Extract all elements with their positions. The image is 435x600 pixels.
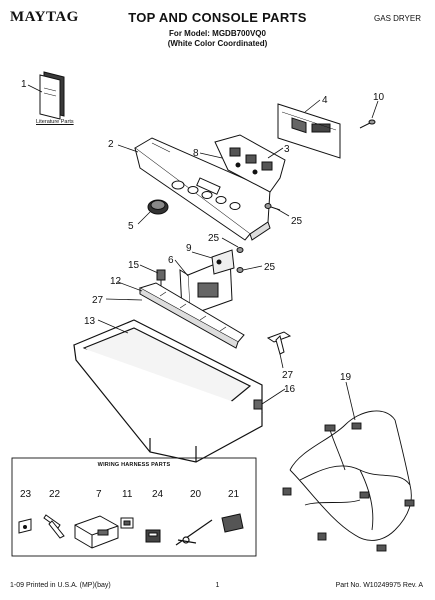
callout-9: 9: [186, 243, 192, 254]
callout-6: 6: [168, 255, 174, 266]
screw-illustration: [359, 119, 376, 129]
callout-5: 5: [128, 221, 134, 232]
dryer-top-illustration: [73, 319, 263, 463]
callout-19: 19: [340, 372, 352, 383]
harness-parts-box: [11, 457, 257, 557]
rail-illustration: [138, 282, 245, 349]
foot-16-illustration: [253, 399, 263, 410]
callout-27-a: 27: [92, 295, 104, 306]
wire-harness-illustration: [282, 410, 415, 552]
leader-lines: [27, 84, 379, 421]
callout-25-b: 25: [208, 233, 220, 244]
callout-10: 10: [373, 92, 385, 103]
screw-25-mid-illustration: [236, 247, 244, 273]
callout-4: 4: [322, 95, 328, 106]
harness-part-7-illustration: [74, 515, 119, 549]
callout-3: 3: [284, 144, 290, 155]
color-line: (White Color Coordinated): [167, 39, 268, 48]
callout-25-c: 25: [264, 262, 276, 273]
harness-box-title: WIRING HARNESS PARTS: [97, 462, 171, 468]
latch-27-illustration: [266, 331, 292, 355]
harness-part-22-illustration: [43, 514, 65, 539]
callout-1: 1: [21, 79, 27, 90]
brand-logo: MAYTAG: [10, 9, 79, 25]
callout-20: 20: [190, 489, 202, 500]
footer-print-info: 1-09 Printed in U.S.A. (MP)(bay): [10, 582, 111, 589]
callout-2: 2: [108, 139, 114, 150]
literature-parts-illustration: [39, 71, 65, 120]
back-board-illustration: [277, 103, 341, 159]
callout-12: 12: [110, 276, 122, 287]
appliance-type: GAS DRYER: [374, 14, 421, 23]
callout-25-a: 25: [291, 216, 303, 227]
callout-22: 22: [49, 489, 61, 500]
callout-27-b: 27: [282, 370, 294, 381]
page-title: TOP AND CONSOLE PARTS: [128, 10, 307, 25]
harness-part-21-illustration: [221, 513, 244, 533]
footer-part-number: Part No. W10249975 Rev. A: [335, 582, 423, 589]
callout-7: 7: [96, 489, 102, 500]
callout-16: 16: [284, 384, 296, 395]
model-info: For Model: MGDB700VQ0 (White Color Coord…: [0, 29, 435, 49]
callout-21: 21: [228, 489, 240, 500]
harness-part-20-illustration: [175, 519, 213, 546]
callout-15: 15: [128, 260, 140, 271]
harness-part-23-illustration: [18, 518, 32, 534]
footer-page-number: 1: [215, 582, 220, 589]
literature-parts-label: Literature Parts: [36, 119, 74, 125]
callout-23: 23: [20, 489, 32, 500]
callout-24: 24: [152, 489, 164, 500]
callout-8: 8: [193, 148, 199, 159]
harness-part-24-illustration: [145, 529, 161, 543]
harness-part-11-illustration: [120, 517, 134, 529]
callout-13: 13: [84, 316, 96, 327]
console-panel-illustration: [134, 137, 271, 241]
knob-illustration: [147, 199, 169, 215]
callout-labels: 1 2 3 4 5 6 7 8 9 10 11 12 13 15 16 19 2…: [20, 79, 385, 500]
control-board-illustration: [214, 134, 286, 193]
bracket-illustration: [179, 249, 235, 316]
model-line: For Model: MGDB700VQ0: [169, 29, 266, 38]
callout-11: 11: [122, 489, 133, 500]
